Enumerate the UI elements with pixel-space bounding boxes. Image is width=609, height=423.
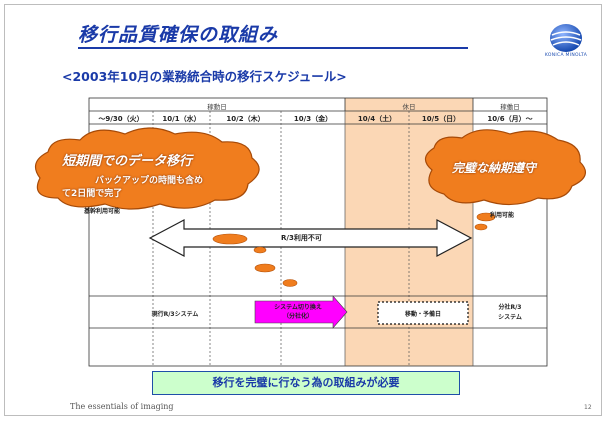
- blob: [474, 223, 488, 231]
- right-cloud: [424, 129, 587, 206]
- col-header: 10/3（金）: [293, 115, 333, 123]
- col-header: 10/6（月）～: [487, 115, 533, 123]
- left-cloud: [34, 127, 260, 210]
- switchover-arrow: [254, 295, 348, 329]
- col-header: 10/5（日）: [421, 115, 461, 123]
- schedule-frame: [88, 97, 548, 367]
- group-label-workday: 稼動日: [207, 103, 227, 111]
- left-cloud-title: 短期間でのデータ移行: [62, 154, 193, 169]
- right-note: 利用可能: [490, 212, 515, 219]
- reserve-day-label: 移動・予備日: [404, 311, 441, 318]
- switchover-label-2: （分社化）: [282, 313, 313, 320]
- group-label-workday-2: 稼働日: [500, 103, 520, 111]
- new-system-label-1: 分社R/3: [498, 304, 522, 311]
- blob: [254, 263, 276, 273]
- legacy-system-label: 現行R/3システム: [151, 311, 199, 318]
- konica-minolta-logo-icon: [550, 24, 582, 52]
- left-cloud-line1: バックアップの時間も含め: [95, 176, 204, 186]
- left-note: 基幹利用可能: [84, 208, 121, 215]
- group-label-holiday: 休日: [402, 103, 416, 111]
- arrow-label: R/3利用不可: [281, 234, 322, 242]
- col-header: 10/4（土）: [357, 115, 397, 123]
- col-header: ～9/30（火）: [98, 115, 144, 123]
- blob: [282, 279, 298, 287]
- left-cloud-line2: て2日間で完了: [62, 189, 123, 199]
- blob: [212, 233, 248, 245]
- blob: [476, 212, 496, 222]
- page-number: 12: [584, 404, 592, 411]
- slide-subtitle: <2003年10月の業務統合時の移行スケジュール>: [62, 69, 347, 84]
- footer-tagline: The essentials of imaging: [70, 402, 174, 411]
- new-system-label-2: システム: [498, 314, 522, 321]
- switchover-label-1: システム切り換え: [274, 304, 322, 311]
- right-cloud-title: 完璧な納期遵守: [452, 161, 537, 175]
- col-header: 10/1（水）: [162, 115, 201, 123]
- col-header: 10/2（木）: [226, 115, 265, 123]
- blob: [253, 246, 267, 254]
- slide-frame: [4, 4, 602, 416]
- unavailable-arrow: [148, 219, 473, 257]
- reserve-day-box: [377, 301, 469, 325]
- title-underline: [78, 47, 468, 49]
- logo-text: KONICA MINOLTA: [544, 53, 588, 58]
- slide-title: 移行品質確保の取組み: [78, 24, 279, 46]
- conclusion-box: 移行を完璧に行なう為の取組みが必要: [152, 371, 460, 395]
